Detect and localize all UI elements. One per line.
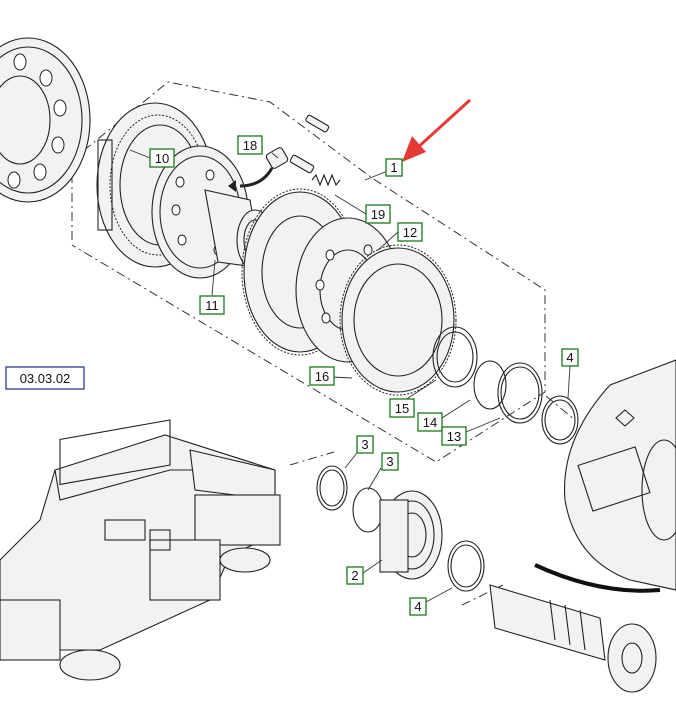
ring-15-part [432, 326, 478, 388]
snap-ring-14-part [473, 360, 507, 410]
pin-part [265, 114, 330, 174]
callout-label: 18 [243, 138, 257, 153]
callout-label: 19 [371, 207, 385, 222]
callout-label: 4 [414, 599, 421, 614]
callout-label: 3 [386, 454, 393, 469]
rotation-arrow-icon [228, 167, 274, 192]
callout-1[interactable]: 1 [385, 158, 403, 177]
callout-12[interactable]: 12 [397, 222, 423, 242]
snap-ring-13-part [497, 362, 543, 424]
snap-ring-3a-part [316, 465, 348, 511]
spring-part [311, 173, 341, 187]
callout-label: 14 [423, 415, 437, 430]
callout-label: 3 [361, 437, 368, 452]
drive-shaft-part [489, 584, 657, 693]
leader-lines [129, 149, 571, 603]
flywheel-housing-part [0, 37, 91, 203]
callout-16[interactable]: 16 [309, 366, 335, 386]
callout-3-a[interactable]: 3 [356, 435, 374, 454]
callout-label: 1 [390, 160, 397, 175]
callout-18[interactable]: 18 [237, 135, 263, 155]
callout-label: 16 [315, 369, 329, 384]
callout-label: 4 [566, 350, 573, 365]
callout-label: 11 [205, 298, 219, 313]
bearing-part [379, 490, 443, 580]
callout-label: 10 [155, 151, 169, 166]
ring-gear-part [339, 244, 457, 396]
callout-label: 13 [447, 429, 461, 444]
callout-10[interactable]: 10 [149, 148, 175, 168]
snap-ring-3b-part [352, 487, 384, 533]
callout-13[interactable]: 13 [441, 426, 467, 446]
reference-label: 03.03.02 [20, 371, 71, 386]
callout-4-lower[interactable]: 4 [409, 597, 427, 616]
callout-label: 12 [403, 225, 417, 240]
callout-label: 15 [395, 401, 409, 416]
gearbox-housing-part [534, 359, 676, 593]
callout-15[interactable]: 15 [389, 398, 415, 418]
snap-ring-4-upper-part [541, 395, 579, 445]
callout-19[interactable]: 19 [365, 204, 391, 224]
callout-11[interactable]: 11 [199, 295, 225, 315]
callout-14[interactable]: 14 [417, 412, 443, 432]
callout-3-b[interactable]: 3 [381, 452, 399, 471]
callout-4-upper[interactable]: 4 [561, 348, 579, 367]
callout-2[interactable]: 2 [346, 566, 364, 585]
milling-machine-illustration [0, 419, 281, 681]
callout-label: 2 [351, 568, 358, 583]
reference-box[interactable]: 03.03.02 [5, 366, 85, 390]
highlight-arrow-icon [402, 98, 472, 162]
snap-ring-4-lower-part [447, 540, 485, 592]
